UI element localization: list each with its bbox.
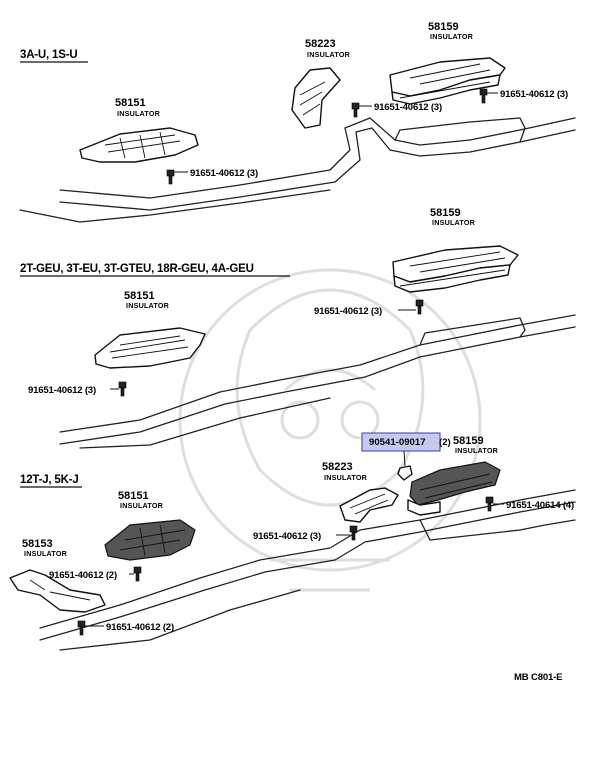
bolt-shank [481, 94, 486, 104]
part-number: 58223 [305, 38, 336, 50]
part-name: INSULATOR [307, 50, 351, 59]
bolt-label: 91651-40612 (3) [500, 89, 568, 100]
watermark-emblem [178, 268, 482, 592]
part-name: INSULATOR [430, 32, 474, 41]
part-number: 58159 [453, 435, 484, 447]
exhaust-pipe [19, 117, 576, 223]
exhaust-pipe [39, 489, 576, 651]
bolt-label: 91651-40612 (3) [28, 385, 96, 396]
section-title: 12T-J, 5K-J [20, 474, 79, 486]
grommet-icon [397, 465, 413, 481]
bolt-label: 91651-40612 (2) [106, 622, 174, 633]
bolt-icon [479, 88, 488, 96]
part-name: INSULATOR [455, 446, 499, 455]
leader-line [403, 450, 406, 467]
section-3: 12T-J, 5K-J 90541-09017 (2) 58159 INSULA… [9, 432, 576, 683]
bolt-label: 91651-40612 (3) [374, 102, 442, 113]
section-title: 2T-GEU, 3T-EU, 3T-GTEU, 18R-GEU, 4A-GEU [20, 263, 254, 275]
bolt-label: 91651-40612 (3) [314, 306, 382, 317]
bolt-shank [353, 108, 358, 118]
bolt-icon [133, 566, 142, 574]
section-title: 3A-U, 1S-U [20, 49, 77, 61]
exhaust-pipe [59, 314, 576, 449]
bolt-b8: 91651-40612 (2) [49, 566, 142, 582]
bolt-label: 91651-40612 (3) [253, 531, 321, 542]
bolt-shank [417, 305, 422, 315]
part-number: 58159 [430, 207, 461, 219]
bolt-shank [487, 502, 492, 512]
bolt-b4: 91651-40612 (3) [314, 299, 424, 317]
insulator-58151-bot: 58151 INSULATOR [104, 490, 196, 561]
part-number: 58151 [115, 97, 146, 109]
insulator-58159-top: 58159 INSULATOR [389, 21, 506, 105]
highlighted-part-90541-09017[interactable]: 90541-09017 (2) [361, 432, 451, 481]
part-highlight-box[interactable] [361, 432, 441, 452]
part-name: INSULATOR [126, 301, 170, 310]
part-number[interactable]: 90541-09017 [369, 437, 426, 448]
insulator-58153-bot: 58153 INSULATOR [9, 538, 106, 613]
insulator-58159-mid: 58159 INSULATOR [392, 207, 519, 293]
muffler [419, 317, 526, 346]
bolt-shank [79, 626, 84, 636]
muffler [419, 519, 576, 541]
insulator-58223-top: 58223 INSULATOR [291, 38, 351, 129]
bolt-b5: 91651-40612 (3) [28, 381, 127, 397]
bolt-b1: 91651-40612 (3) [351, 102, 442, 118]
bolt-b2: 91651-40612 (3) [479, 88, 568, 104]
part-name: INSULATOR [120, 501, 164, 510]
insulator-58151-top: 58151 INSULATOR [79, 97, 199, 163]
insulator-58223-bot: 58223 INSULATOR [322, 461, 399, 523]
part-number: 58159 [428, 21, 459, 33]
part-number: 58151 [118, 490, 149, 502]
bolt-shank [135, 572, 140, 582]
bolt-icon [349, 525, 358, 533]
bolt-b9: 91651-40612 (2) [77, 620, 174, 636]
bolt-icon [77, 620, 86, 628]
bolt-label: 91651-40612 (3) [190, 168, 258, 179]
insulator-58151-mid: 58151 INSULATOR [94, 290, 206, 369]
bolt-shank [351, 531, 356, 541]
part-name: INSULATOR [324, 473, 368, 482]
part-name: INSULATOR [24, 549, 68, 558]
bolt-b7: 91651-40612 (3) [253, 525, 358, 542]
part-name: INSULATOR [117, 109, 161, 118]
bolt-icon [351, 102, 360, 110]
part-number: 58223 [322, 461, 353, 473]
bolt-icon [415, 299, 424, 307]
bolt-shank [120, 387, 125, 397]
part-number: 58153 [22, 538, 53, 550]
part-number: 58151 [124, 290, 155, 302]
part-quantity[interactable]: (2) [439, 437, 451, 448]
bolt-icon [118, 381, 127, 389]
part-name: INSULATOR [432, 218, 476, 227]
diagram-code: MB C801-E [514, 672, 563, 683]
bolt-label: 91651-40614 (4) [506, 500, 574, 511]
bolt-label: 91651-40612 (2) [49, 570, 117, 581]
bolt-b6: 91651-40614 (4) [485, 496, 574, 512]
bolt-b3: 91651-40612 (3) [166, 168, 258, 185]
section-2: 2T-GEU, 3T-EU, 3T-GTEU, 18R-GEU, 4A-GEU … [20, 207, 576, 449]
section-1: 3A-U, 1S-U 58223 INSULATOR 91651-40612 (… [19, 21, 576, 223]
muffler [394, 117, 526, 143]
bolt-shank [168, 175, 173, 185]
bolt-icon [166, 169, 175, 177]
bolt-icon [485, 496, 494, 504]
insulator-58159-bot: 58159 INSULATOR [407, 435, 501, 516]
